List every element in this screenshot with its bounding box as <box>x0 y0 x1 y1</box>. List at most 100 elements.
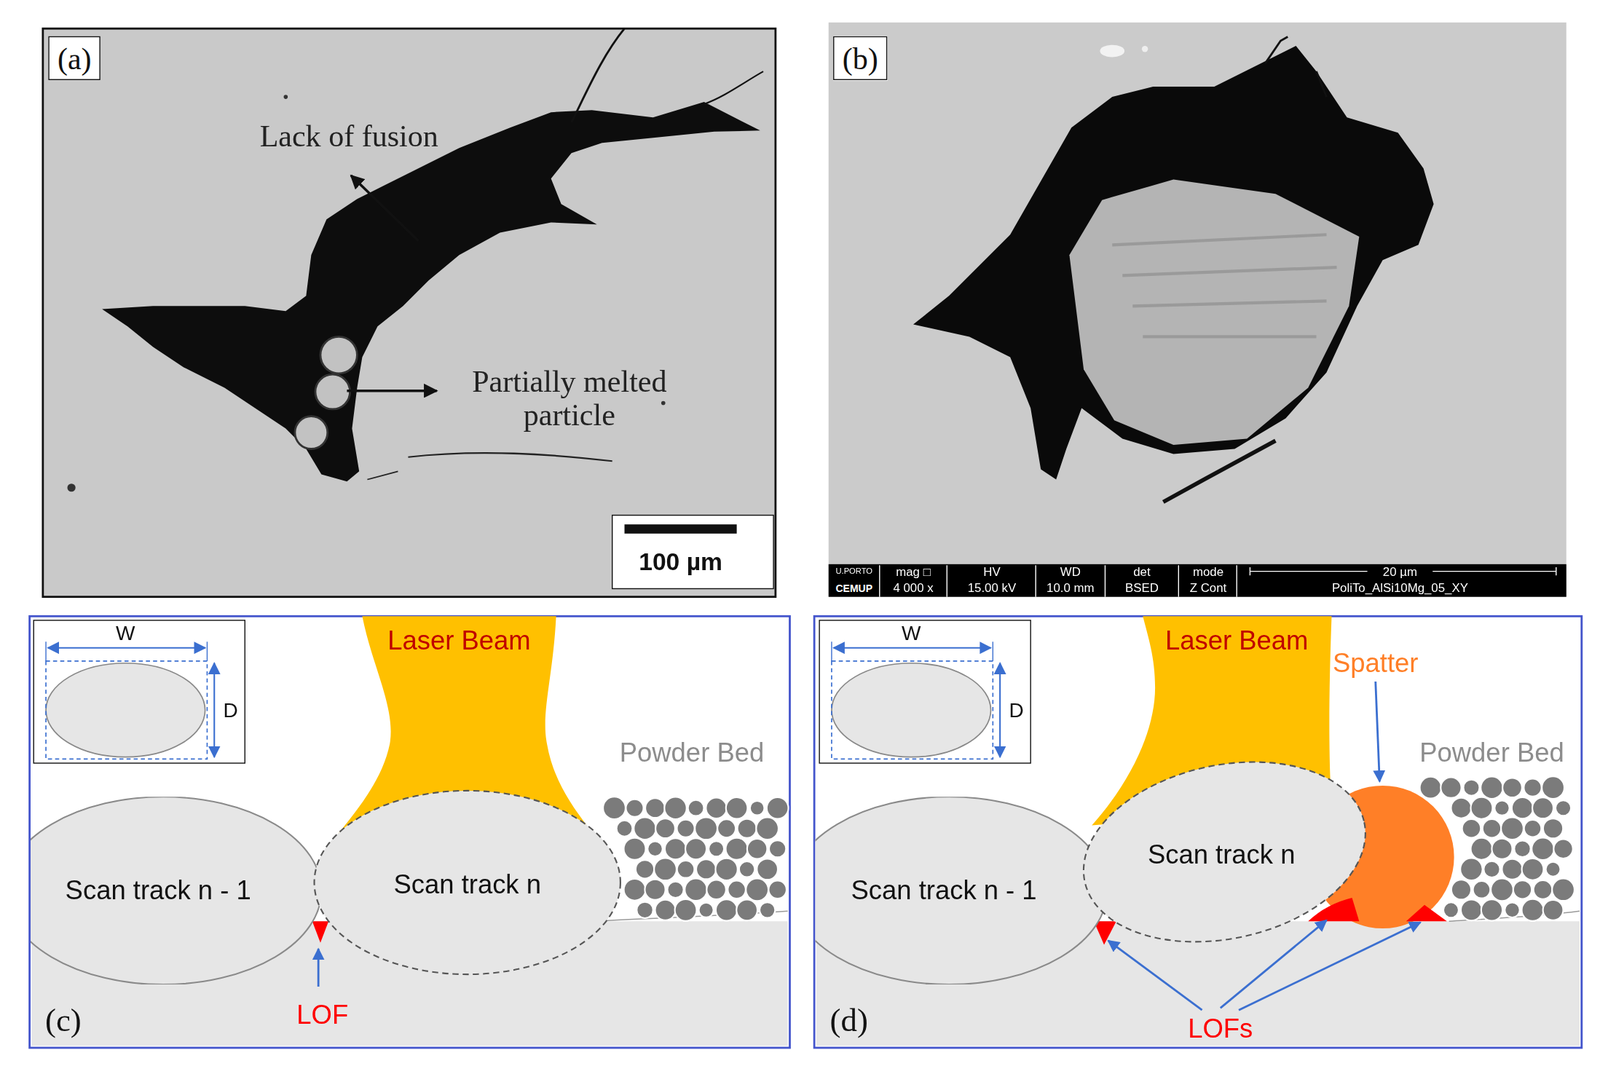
powder-particle <box>717 819 736 838</box>
powder-particle <box>705 797 727 819</box>
node-label: Scan track n <box>393 870 541 900</box>
scale-bar-label: 100 µm <box>638 549 723 577</box>
powder-particle <box>755 817 779 840</box>
powder-particle <box>1524 820 1542 838</box>
powder-particle <box>636 902 653 919</box>
node-label: Laser Beam <box>1165 626 1308 656</box>
powder-particle <box>1543 818 1563 839</box>
powder-particle <box>667 881 684 898</box>
powder-particle <box>1543 900 1564 921</box>
powder-particle <box>1511 797 1533 819</box>
panel-label: (b) <box>833 36 888 81</box>
powder-particle <box>1501 859 1523 880</box>
powder-particle <box>1551 878 1575 901</box>
powder-particle <box>1541 776 1565 799</box>
sem-info: det <box>1130 565 1153 579</box>
node-label: Scan track n <box>1147 840 1295 870</box>
powder-particle <box>625 799 644 818</box>
powder-particle <box>726 838 748 861</box>
powder-particle <box>1440 777 1461 799</box>
node-label: Laser Beam <box>387 626 531 656</box>
powder-particle <box>750 801 765 816</box>
sem-info: HV <box>980 565 1003 579</box>
powder-particle <box>706 880 727 901</box>
micrograph-a <box>42 28 776 597</box>
powder-particle <box>653 857 677 881</box>
powder-particle <box>677 860 695 879</box>
powder-particle <box>1463 779 1480 796</box>
powder-particle <box>1555 800 1571 816</box>
sem-info: WD <box>1058 565 1083 579</box>
powder-particle <box>676 820 695 838</box>
powder-particle <box>737 819 757 839</box>
powder-particle <box>1522 858 1544 881</box>
powder-particle <box>727 881 746 899</box>
powder-particle <box>699 903 714 918</box>
powder-particle <box>647 841 663 857</box>
sem-info: BSED <box>1122 581 1161 595</box>
dimension-label: W <box>901 621 921 644</box>
logo-text: U.PORTO <box>833 568 875 577</box>
powder-particle <box>1523 779 1542 797</box>
powder-particle <box>1502 777 1523 798</box>
powder-particle <box>1420 777 1442 799</box>
powder-particle <box>1473 881 1491 899</box>
powder-particle <box>1546 862 1561 877</box>
powder-particle <box>1500 817 1524 840</box>
scale-bar-label: 20 µm <box>1380 565 1420 579</box>
powder-particle <box>1553 839 1573 859</box>
powder-particle <box>1483 861 1500 878</box>
node-label: Scan track n - 1 <box>851 876 1038 906</box>
powder-particle <box>644 879 665 901</box>
dimension-label: W <box>115 621 135 644</box>
powder-particle <box>766 797 789 820</box>
powder-particle <box>655 818 676 839</box>
powder-particle <box>655 900 676 921</box>
powder-particle <box>1513 880 1532 899</box>
powder-particle <box>1491 838 1512 860</box>
powder-particle <box>616 820 633 837</box>
powder-particle <box>715 858 738 881</box>
powder-particle <box>1481 899 1503 921</box>
powder-particle <box>726 797 748 820</box>
powder-particle <box>623 838 646 861</box>
powder-particle <box>1482 819 1501 838</box>
powder-particle <box>1451 879 1472 900</box>
powder-particle <box>1470 797 1493 820</box>
scan-track: Scan track n <box>1076 760 1373 944</box>
defect-label: LOFs <box>1187 1013 1253 1043</box>
panel-label: (a) <box>48 36 101 81</box>
powder-particle <box>645 798 665 818</box>
powder-particle <box>664 796 687 819</box>
powder-particle <box>684 879 708 902</box>
powder-particle <box>1533 880 1553 900</box>
powder-particle <box>635 860 654 879</box>
scan-track: Scan track n - 1 <box>30 796 322 985</box>
annotation: Lack of fusion <box>259 118 439 153</box>
powder-particle <box>715 899 738 921</box>
powder-particle <box>747 838 768 860</box>
powder-particle <box>624 879 646 901</box>
powder-particle <box>1490 878 1514 901</box>
powder-particle <box>603 796 626 820</box>
powder-particle <box>756 858 778 880</box>
sem-info: 4 000 x <box>891 581 936 595</box>
annotation: Partially melted particle <box>442 364 697 432</box>
sem-info: mode <box>1190 565 1226 579</box>
powder-particle <box>739 861 755 877</box>
defect-label: LOF <box>296 1000 349 1030</box>
sem-image-b <box>828 22 1567 598</box>
powder-particle <box>1443 902 1459 918</box>
powder-particle <box>675 899 697 922</box>
powder-particle <box>1460 857 1483 881</box>
powder-particle <box>1494 801 1509 816</box>
panel-label: (d) <box>830 1002 869 1038</box>
sem-info: mag □ <box>893 565 933 579</box>
scan-track: Scan track n <box>314 790 621 975</box>
powder-particle <box>745 878 769 901</box>
sem-info: PoliTo_AlSi10Mg_05_XY <box>1329 581 1471 595</box>
powder-particle <box>694 817 718 840</box>
powder-particle <box>736 899 758 921</box>
powder-particle <box>768 881 787 900</box>
powder-particle <box>759 902 775 918</box>
